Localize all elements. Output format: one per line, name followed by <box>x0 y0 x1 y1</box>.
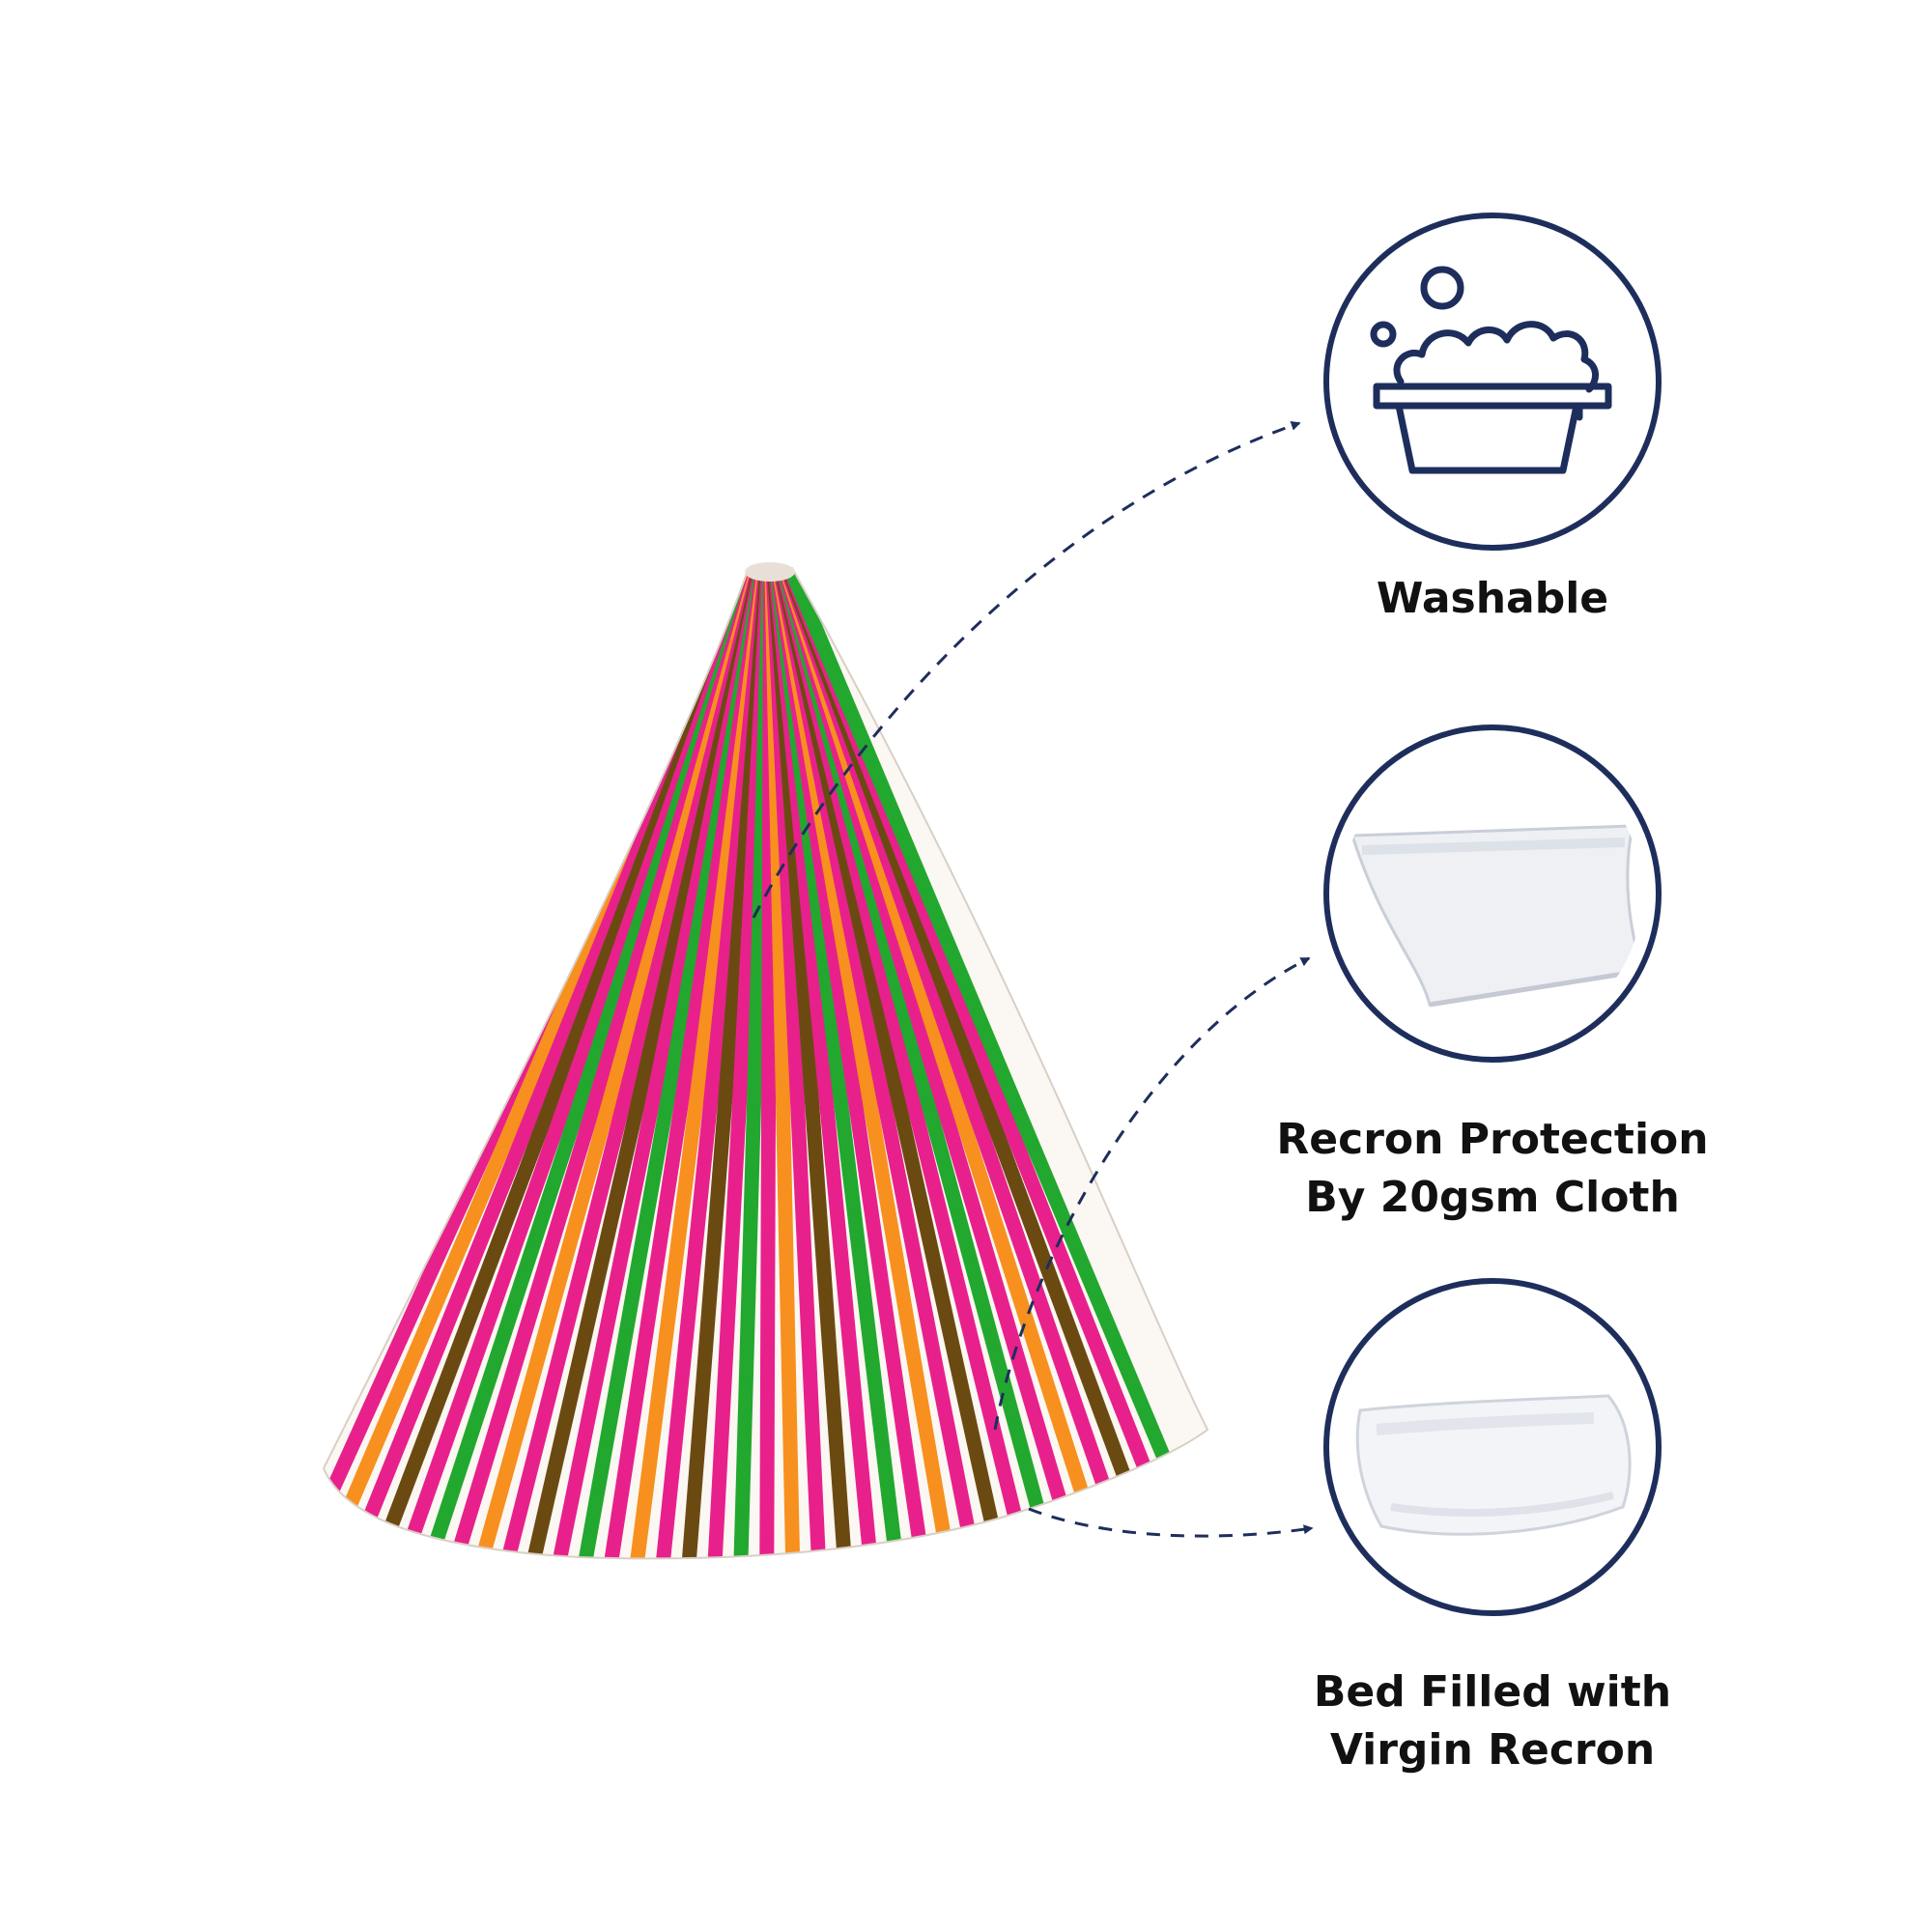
connector-arrow-washable <box>752 421 1301 919</box>
striped-cradle-product <box>322 562 1209 1560</box>
feature-label-virgin-recron-line-1: Bed Filled with <box>1313 1667 1672 1717</box>
feature-label-washable: Washable <box>1222 570 1763 628</box>
feature-label-washable-line-1: Washable <box>1376 574 1609 623</box>
feature-label-recron-protection-line-1: Recron Protection <box>1276 1115 1709 1164</box>
feature-label-recron-protection: Recron Protection By 20gsm Cloth <box>1222 1111 1763 1227</box>
feature-label-virgin-recron: Bed Filled with Virgin Recron <box>1222 1663 1763 1779</box>
cloth-sheet-icon <box>1350 824 1642 1008</box>
virgin-recron-badge <box>1323 1278 1662 1616</box>
feature-label-recron-protection-line-2: By 20gsm Cloth <box>1305 1173 1680 1222</box>
recron-fill-icon <box>1355 1394 1632 1536</box>
fabric-stripe <box>782 568 1208 1559</box>
washable-badge <box>1323 213 1662 551</box>
recron-protection-badge <box>1323 724 1662 1063</box>
washing-tub-icon <box>1370 266 1612 474</box>
feature-label-virgin-recron-line-2: Virgin Recron <box>1329 1725 1656 1775</box>
connector-arrow-virgin-recron <box>1028 1507 1314 1538</box>
